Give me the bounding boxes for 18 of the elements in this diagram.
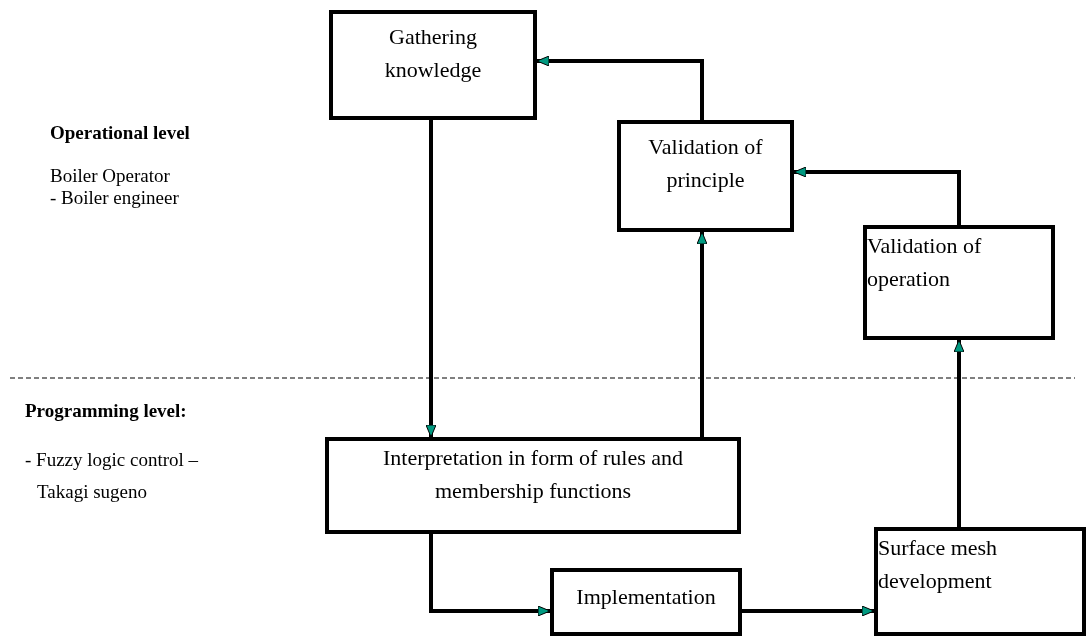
process-box: Validation of principle [617,120,794,232]
arrow [696,231,708,437]
process-box: Interpretation in form of rules and membership functions [325,437,741,534]
role-text: - Boiler engineer [50,187,179,209]
process-box: Validation of operation [863,225,1055,340]
level-heading: Programming level: [25,400,187,422]
process-box: Surface mesh development [874,527,1086,636]
arrow [742,605,875,617]
level-heading: Operational level [50,122,190,144]
process-box: Gathering knowledge [329,10,537,120]
arrow [425,120,437,438]
arrow [953,339,965,527]
arrow [793,166,961,225]
role-text: Boiler Operator [50,165,170,187]
arrow [536,55,704,120]
role-text: - Fuzzy logic control – Takagi sugeno [25,448,200,504]
arrow [429,534,551,617]
process-box: Implementation [550,568,742,636]
